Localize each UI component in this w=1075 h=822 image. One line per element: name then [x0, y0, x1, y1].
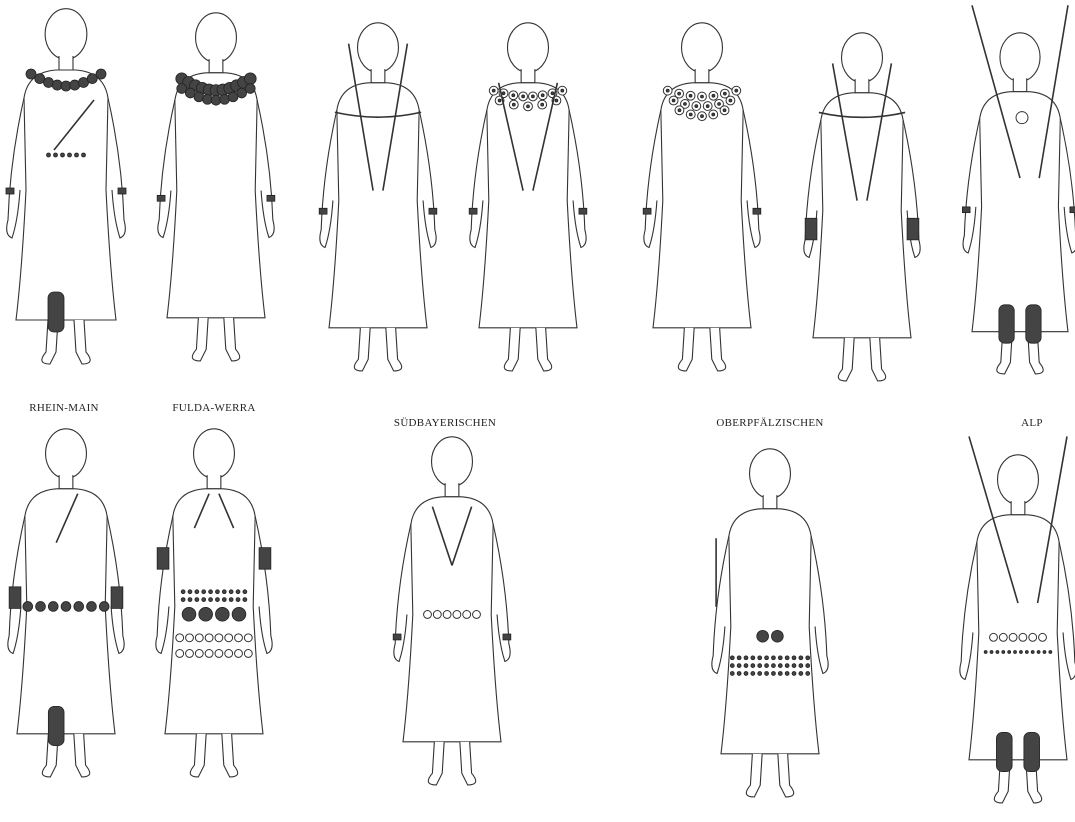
figure-bottom-alp	[960, 436, 1075, 803]
figure-bottom-oberpfalzischen	[712, 449, 828, 797]
figure-top-fulda-werra	[157, 13, 275, 361]
leg-ornament	[48, 292, 64, 332]
label-oberpfalzischen: OBERPFÄLZISCHEN	[716, 417, 823, 429]
label-fulda-werra: FULDA-WERRA	[172, 402, 255, 414]
figure-top-rhein-main	[6, 9, 126, 364]
pendant-ornament	[1016, 112, 1028, 124]
figure-top-alp	[962, 5, 1075, 374]
leg-ornament-right	[1024, 732, 1040, 771]
leg-ornament-left	[999, 305, 1014, 343]
leg-ornament-right	[1026, 305, 1041, 343]
figure-bottom-sudbayerischen	[393, 437, 511, 785]
figure-bottom-rhein-main	[8, 429, 124, 777]
label-sudbayerischen: SÜDBAYERISCHEN	[394, 417, 496, 429]
leg-ornament-left	[996, 732, 1012, 771]
figure-top-oberpfalzischen-1	[643, 23, 761, 371]
figure-bottom-fulda-werra	[156, 429, 272, 777]
figure-top-sudbayerischen-1	[319, 23, 437, 371]
label-alp: ALP	[1021, 417, 1043, 429]
figure-top-oberpfalzischen-2	[804, 33, 920, 381]
leg-ornament	[48, 706, 64, 745]
label-rhein-main: RHEIN-MAIN	[29, 402, 99, 414]
figure-top-sudbayerischen-2	[469, 23, 587, 371]
